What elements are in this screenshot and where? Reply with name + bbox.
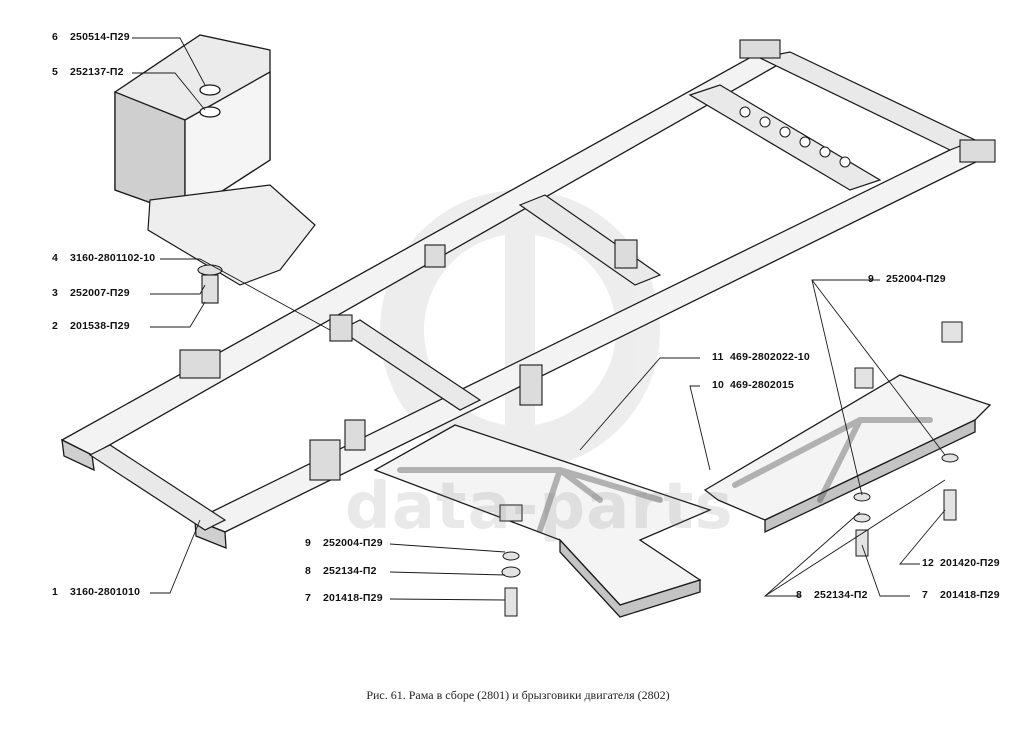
hardware-stack-left <box>499 504 523 617</box>
hardware-stack-right <box>853 321 963 557</box>
mount-bracket-assembly <box>114 34 271 217</box>
mudguard-right <box>703 374 992 534</box>
frame-brackets <box>179 39 996 481</box>
watermark-text: data-parts <box>345 470 734 544</box>
crossmember-holes <box>739 106 851 168</box>
mudguard-left <box>373 424 712 618</box>
spring-pad-plate <box>147 184 316 286</box>
figure-caption: Рис. 61. Рама в сборе (2801) и брызговик… <box>366 688 670 702</box>
leader-lines <box>132 37 946 601</box>
bolt-and-washer <box>197 264 223 304</box>
